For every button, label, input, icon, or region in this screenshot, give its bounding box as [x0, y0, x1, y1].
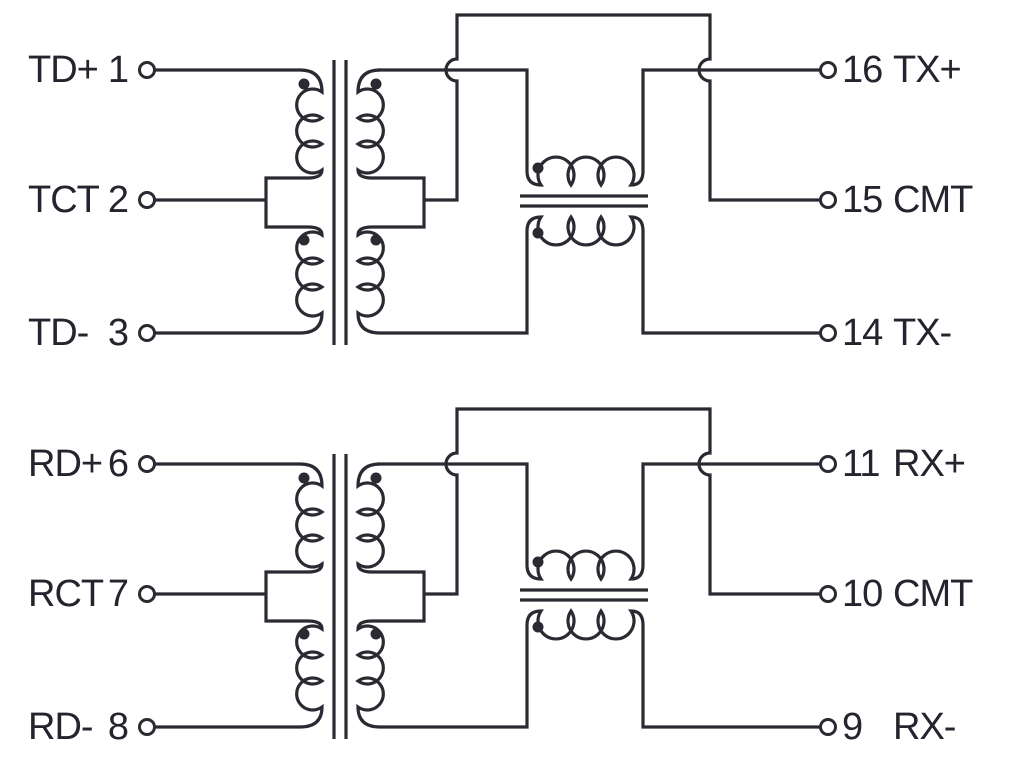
pin-label: RD+: [28, 443, 103, 485]
pin-label: RD-: [28, 706, 94, 748]
receive-circuit: [137, 407, 838, 741]
pin-number: 6: [107, 443, 129, 485]
pin-number: 2: [107, 179, 129, 221]
pin-number: 14: [842, 312, 883, 354]
pin-label: CMT: [893, 573, 973, 615]
pin-number: 1: [107, 49, 129, 91]
pin-number: 3: [107, 312, 129, 354]
transmit-circuit: [137, 13, 838, 347]
pin-label: TX+: [893, 49, 962, 91]
pin-number: 7: [107, 573, 129, 615]
pin-label: RX-: [893, 706, 956, 748]
pin-number: 10: [842, 573, 883, 615]
pin-label: RCT: [28, 573, 104, 615]
pin-number: 15: [842, 179, 883, 221]
pin-label: TX-: [893, 312, 952, 354]
pin-number: 8: [107, 706, 129, 748]
pin-number: 11: [842, 443, 880, 485]
pin-label: RX+: [893, 443, 966, 485]
pin-label: TCT: [28, 179, 100, 221]
pin-label: TD+: [28, 49, 99, 91]
pin-number: 16: [842, 49, 883, 91]
pin-number: 9: [842, 706, 863, 748]
pin-label: TD-: [28, 312, 89, 354]
pin-label: CMT: [893, 179, 973, 221]
